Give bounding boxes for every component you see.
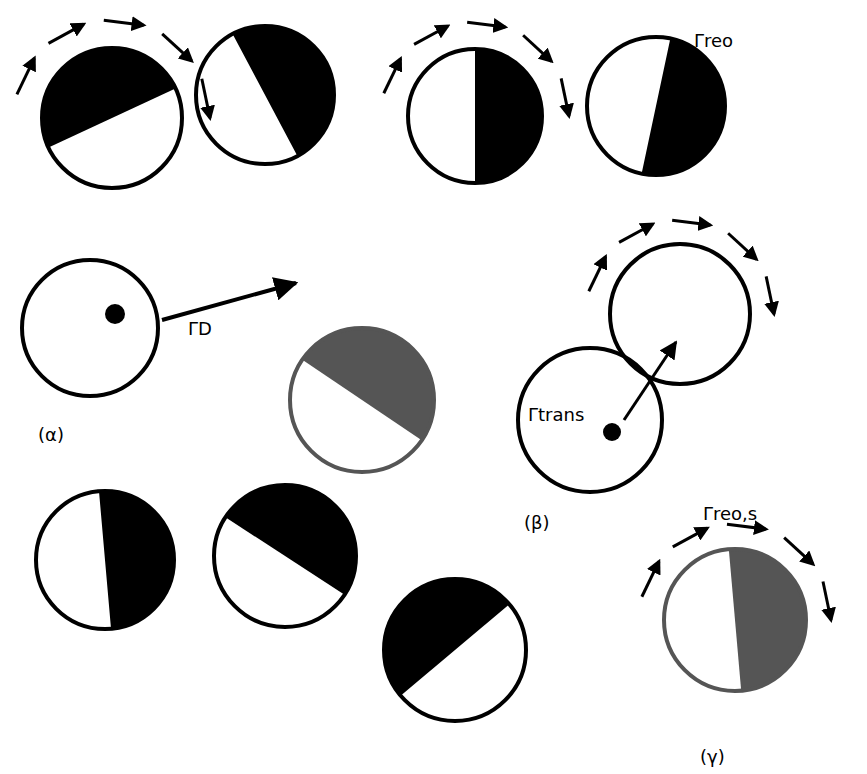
particle-face: [408, 49, 542, 183]
janus-particle: [36, 491, 174, 629]
particle-outline: [214, 485, 356, 627]
rotation-arrow: [414, 26, 448, 44]
rate-label: Γreo: [694, 30, 733, 52]
particle-face: [384, 579, 526, 721]
janus-particle: [664, 549, 806, 691]
particle-cap: [642, 39, 725, 175]
particle-face: [42, 48, 182, 188]
particle-cap: [475, 49, 542, 183]
rotation-arrow: [672, 220, 710, 225]
particle-circle: [22, 260, 158, 396]
particle-dot: [105, 304, 125, 324]
particle-outline: [664, 549, 806, 691]
particle-outline: [290, 328, 434, 472]
janus-particle: [384, 579, 526, 721]
particle-face: [36, 491, 174, 629]
particle-cap: [729, 549, 806, 691]
translation-arrow: [624, 342, 676, 420]
particle-cap: [302, 328, 434, 440]
panel-label: (β): [524, 512, 550, 534]
particle-face: [664, 549, 806, 691]
janus-particle: [408, 49, 542, 183]
particle-outline: [587, 37, 725, 175]
particle-face: [290, 328, 434, 472]
rotation-arrow: [766, 276, 774, 314]
rotation-arrow: [728, 233, 756, 259]
particle-outline: [408, 49, 542, 183]
rotation-arrow: [784, 538, 813, 565]
rotation-arrow: [642, 561, 659, 596]
rotation-arrow: [727, 524, 766, 529]
rotation-arrow: [619, 224, 653, 242]
particle-cap: [384, 579, 509, 696]
rate-label: Γtrans: [528, 404, 584, 426]
rotation-arrow: [589, 257, 606, 292]
rotation-arrow: [104, 20, 144, 25]
particle-circle: [610, 244, 750, 384]
janus-particle: [42, 48, 182, 188]
rotation-arrow: [384, 59, 401, 94]
janus-particle: [196, 26, 334, 164]
panel-label: (γ): [700, 746, 725, 768]
janus-particle: [214, 485, 356, 627]
rotation-arrow: [467, 22, 505, 27]
panel-label: (α): [38, 424, 64, 446]
rate-label: ΓD: [188, 318, 212, 340]
rotation-arrow: [673, 528, 707, 547]
particle-cap: [99, 491, 174, 629]
diffusion-arrow: [162, 283, 296, 320]
particle-face: [196, 26, 334, 164]
particle-face: [587, 37, 725, 175]
particle-face: [214, 485, 356, 627]
particle-cap: [225, 485, 356, 595]
rotation-arrow: [561, 78, 569, 116]
rotation-arrow: [48, 24, 83, 43]
rotation-arrow: [162, 34, 192, 61]
particle-outline: [42, 48, 182, 188]
rate-label: Γreo,s: [703, 503, 757, 525]
particle-outline: [384, 579, 526, 721]
particle-outline: [36, 491, 174, 629]
rotation-arrow: [17, 58, 34, 94]
janus-particle: [290, 328, 434, 472]
janus-particle: [587, 37, 725, 175]
particle-outline: [196, 26, 334, 164]
rotation-arrow: [823, 582, 831, 620]
rotation-arrow: [202, 79, 210, 118]
particle-dot: [603, 423, 621, 441]
rotation-arrow: [523, 35, 551, 61]
